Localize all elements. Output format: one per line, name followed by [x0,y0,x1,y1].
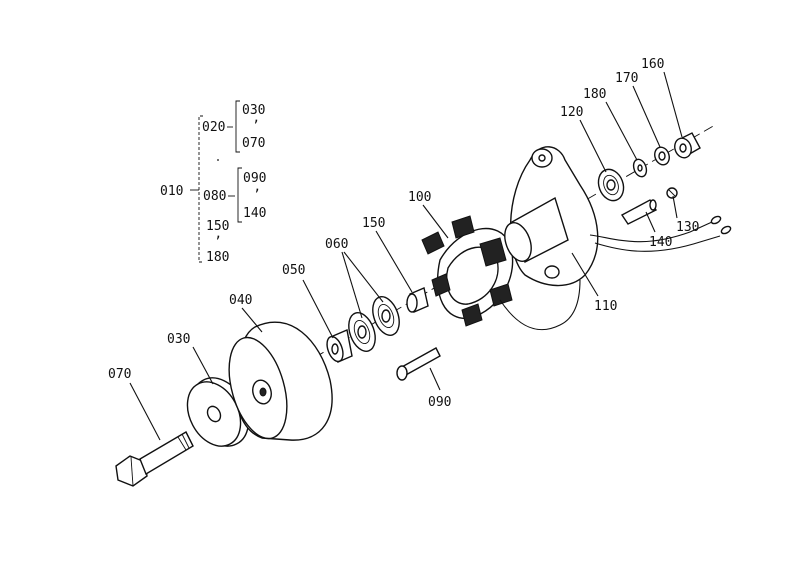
bearing-120 [597,168,625,202]
collar-150 [406,287,429,313]
bolt-shank [139,431,194,476]
bom-g1-parent: 020 [202,120,225,135]
leader-120 [579,119,607,173]
callout-070: 070 [108,367,131,382]
stator-coil-2 [451,215,475,239]
bom-g1-a: 030 [242,103,265,118]
washer-180-hole [637,164,643,172]
bearing-a-race [353,320,371,344]
screw-130-slot [668,189,676,197]
leader-140 [645,211,656,233]
leader-100 [422,204,449,239]
stator-coil-6 [431,273,451,297]
callout-120: 120 [560,105,583,120]
stator-100 [421,215,581,331]
callout-050: 050 [282,263,305,278]
screw-130 [666,187,678,199]
screw-head [396,365,408,381]
housing-boss-face [504,222,532,262]
bom-dot [217,159,219,161]
leader-170 [632,85,661,148]
screw-090 [396,347,441,381]
bom-g2-b: 140 [243,206,266,221]
stator-coil-4 [489,283,513,307]
bom-g3-b: 180 [206,250,229,265]
bolt-thread [177,431,194,451]
terminal-2 [720,225,732,235]
bom-tree: 010 020 030 ʼ 070 080 090 ʼ 140 150 ʼ 18… [160,100,266,265]
nut-hole [679,143,687,153]
callout-110: 110 [594,299,617,314]
bom-g2-a: 090 [243,171,266,186]
bolt-head [115,455,148,487]
spacer-050 [326,329,353,363]
bearing-120-race [603,174,619,196]
bearing-120-bore [606,179,616,191]
collar-face [406,293,418,313]
nut-160 [674,132,701,159]
leader-040 [241,307,263,333]
terminal-1 [710,215,722,225]
stator-coil-5 [461,303,483,327]
callout-150: 150 [362,216,385,231]
rotor-040 [228,321,333,441]
housing-lug-bottom [544,265,560,279]
leader-060-b [343,251,384,303]
bearing-b-bore [381,309,391,323]
callout-100: 100 [408,190,431,205]
bom-g1-b: 070 [242,136,265,151]
callout-090: 090 [428,395,451,410]
bom-g2-bracket [237,167,242,223]
bearing-b-race [377,304,395,328]
callout-040: 040 [229,293,252,308]
bom-g3-a: 150 [206,219,229,234]
bom-g3-sep: ʼ [214,235,222,250]
leader-030 [192,346,214,385]
bolt-070 [115,431,194,487]
stator-coil-1 [421,231,445,255]
stator-coil-3 [479,237,507,267]
bearings-060 [348,296,400,352]
washer-hole [206,405,222,423]
leader-110 [571,252,599,297]
bolt-head-edge [130,456,134,487]
bom-top-label: 010 [160,184,183,199]
clamp-end [649,199,657,211]
bearing-a-bore [357,325,367,339]
housing-lug-hole [538,154,546,162]
callout-labels: 070 030 040 050 060 150 100 090 110 120 … [108,57,699,410]
bom-g1-bracket [235,100,240,153]
housing-lead-2 [594,235,721,252]
stator-lead-wire [499,279,581,331]
bom-main-bracket [198,115,203,263]
leader-130 [672,195,678,219]
callout-140: 140 [649,235,672,250]
callout-180: 180 [583,87,606,102]
rotor-bore [259,387,267,397]
bom-g2-parent: 080 [203,189,226,204]
bom-g1-sep: ʼ [252,119,260,134]
leader-160 [663,71,683,138]
leader-180 [605,101,638,161]
leader-090 [429,367,441,391]
leader-lines [129,71,683,441]
spacer-hole [331,343,339,355]
bom-g2-sep: ʼ [253,188,261,203]
housing-110 [504,146,732,287]
washer-170-hole [658,151,666,161]
callout-170: 170 [615,71,638,86]
callout-030: 030 [167,332,190,347]
housing-lead-1 [589,221,713,243]
leader-150 [375,230,413,293]
clamp-body [620,199,657,225]
callout-160: 160 [641,57,664,72]
leader-070 [129,382,161,441]
callout-130: 130 [676,220,699,235]
leader-050 [302,279,334,339]
leader-060-a [341,251,363,319]
callout-060: 060 [325,237,348,252]
clamp-140 [620,199,657,225]
